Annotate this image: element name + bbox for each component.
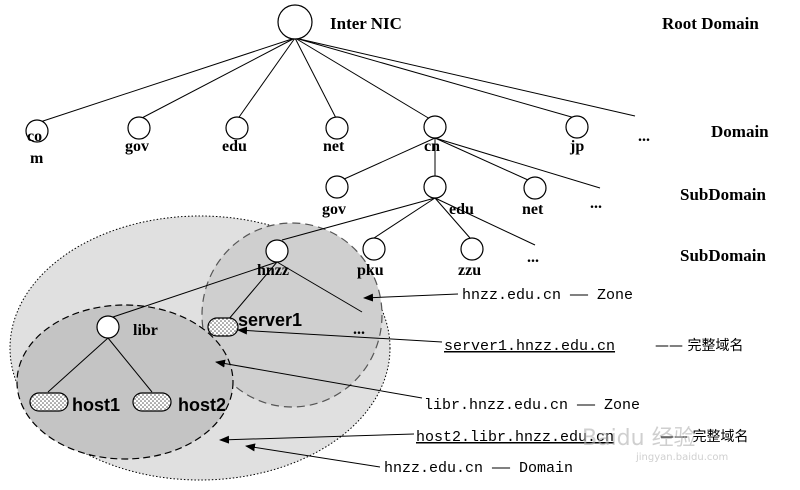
node-server1 <box>207 317 239 337</box>
node-cn-net <box>523 176 547 200</box>
node-host2 <box>132 392 172 412</box>
zone-hnzz-annotation: hnzz.edu.cn —— Zone <box>462 287 633 304</box>
node-edu <box>225 116 249 140</box>
fqdn-host2-note: —— 完整域名 <box>660 429 748 445</box>
node-root <box>277 4 313 40</box>
tld-com-label-bottom: m <box>30 150 44 167</box>
node-cn-edu <box>423 175 447 199</box>
node-jp <box>565 115 589 139</box>
node-zzu <box>460 237 484 261</box>
fqdn-host2-annotation: host2.libr.hnzz.edu.cn <box>416 429 614 446</box>
domain-level-label: Domain <box>711 122 769 141</box>
cn-more-label: ... <box>590 195 602 212</box>
tld-gov-label: gov <box>125 138 149 155</box>
tld-net-label: net <box>323 138 345 155</box>
zzu-label: zzu <box>458 262 481 279</box>
pku-label: pku <box>357 262 384 279</box>
tld-cn-label: cn <box>424 138 440 155</box>
subdomain-level-label-2: SubDomain <box>680 246 767 265</box>
baidu-watermark-url: jingyan.baidu.com <box>635 452 728 463</box>
tld-edu-label: edu <box>222 138 247 155</box>
node-gov <box>127 116 151 140</box>
zone-libr-region <box>16 304 234 460</box>
hnzz-more-label: ... <box>353 321 365 338</box>
node-net <box>325 116 349 140</box>
node-com <box>25 119 49 143</box>
fqdn-server1-note: —— 完整域名 <box>655 338 743 354</box>
tld-com-label-top: co <box>27 128 42 145</box>
domain-hnzz-annotation: hnzz.edu.cn —— Domain <box>384 460 573 477</box>
libr-label: libr <box>133 322 158 339</box>
node-libr <box>96 315 120 339</box>
host1-label: host1 <box>72 395 120 415</box>
node-cn-gov <box>325 175 349 199</box>
tree-edges <box>36 37 636 393</box>
edu-more-label: ... <box>527 249 539 266</box>
node-pku <box>362 237 386 261</box>
zone-libr-annotation: libr.hnzz.edu.cn —— Zone <box>424 397 640 414</box>
annotation-arrows <box>215 293 459 468</box>
node-host1 <box>29 392 69 412</box>
server1-label: server1 <box>238 310 302 330</box>
root-name-label: Inter NIC <box>330 14 402 33</box>
node-cn <box>423 115 447 139</box>
cn-edu-label: edu <box>449 201 474 218</box>
cn-gov-label: gov <box>322 201 346 218</box>
zone-hnzz-region <box>201 222 383 408</box>
cn-net-label: net <box>522 201 544 218</box>
tld-more-label: ... <box>638 128 650 145</box>
fqdn-server1-annotation: server1.hnzz.edu.cn <box>444 338 615 355</box>
baidu-watermark: Baidu 经验 <box>582 426 696 451</box>
host2-label: host2 <box>178 395 226 415</box>
tld-jp-label: jp <box>569 138 584 155</box>
node-hnzz <box>265 239 289 263</box>
root-domain-level-label: Root Domain <box>662 14 759 33</box>
tree-nodes <box>25 4 589 339</box>
hnzz-label: hnzz <box>257 262 289 279</box>
subdomain-level-label-1: SubDomain <box>680 185 767 204</box>
